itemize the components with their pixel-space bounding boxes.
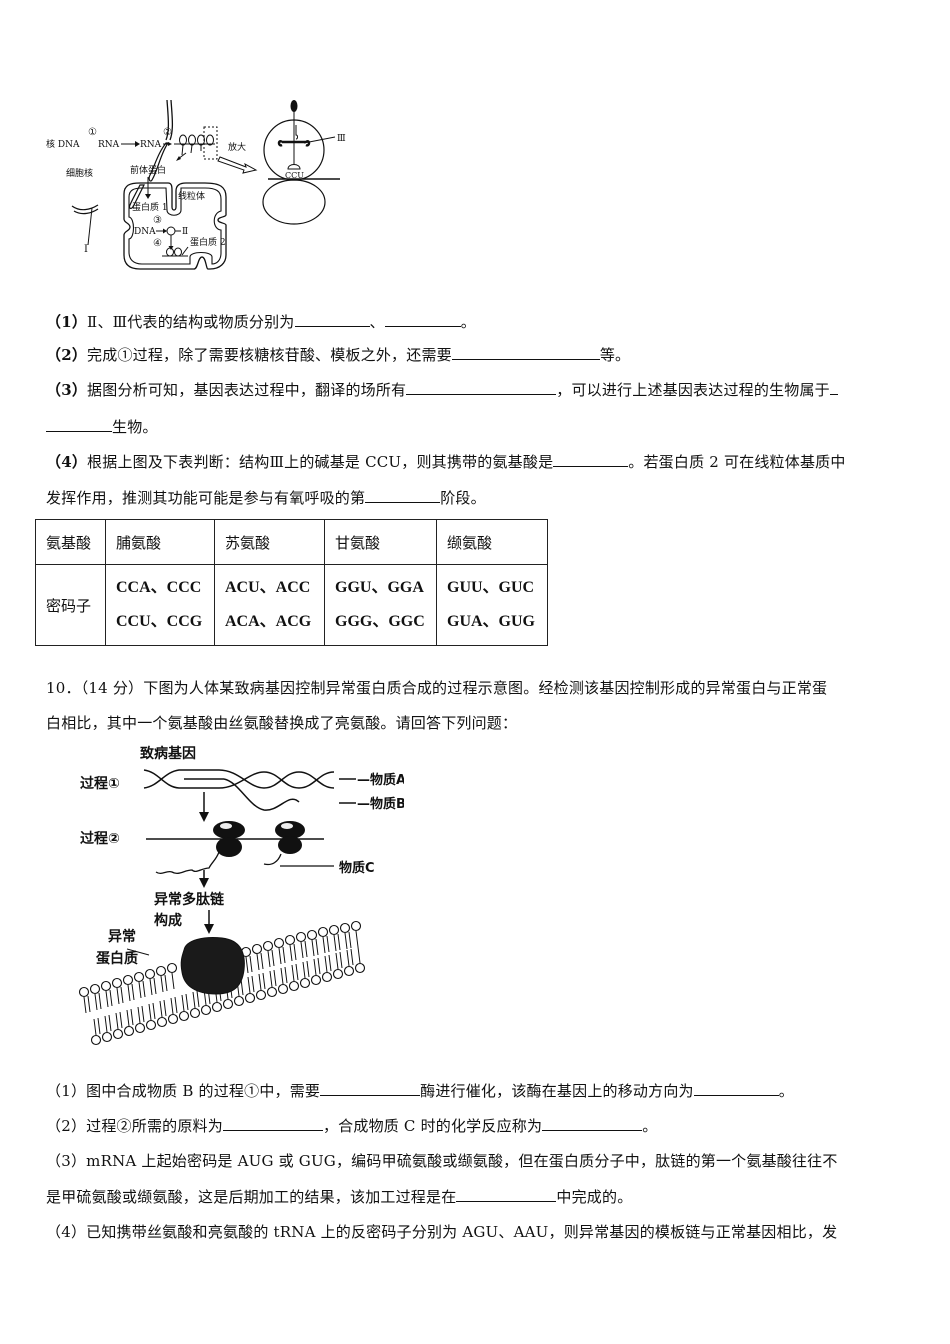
answer-blank[interactable] [46,417,112,432]
question-score: （14 分） [80,679,144,697]
q10-stem-cont: 白相比，其中一个氨基酸由丝氨酸替换成了亮氨酸。请回答下列问题： [46,714,518,732]
answer-blank[interactable] [829,380,838,395]
svg-text:②: ② [163,127,172,138]
label-protein-1: 蛋白质 1 [132,201,168,213]
q10-sub3-cont: 是甲硫氨酸或缬氨酸，这是后期加工的结果，该加工过程是在中完成的。 [46,1187,633,1206]
question-number: 10． [46,679,81,697]
svg-text:RNA: RNA [98,140,120,150]
answer-blank[interactable] [365,488,441,503]
table-codon-row: 密码子 CCA、CCC CCU、CCG ACU、ACC ACA、ACG GGU、… [35,564,548,646]
label-abnormal-protein: 蛋白质 [96,950,138,967]
label-precursor-protein: 前体蛋白 [130,164,166,176]
svg-text:①: ① [88,127,97,138]
label-abnormal: 异常 [108,928,136,945]
table-cell-codons: GGU、GGA GGG、GGC [324,564,437,646]
answer-blank[interactable] [406,380,557,395]
q9-sub4: （4）根据上图及下表判断：结构Ⅲ上的碱基是 CCU，则其携带的氨基酸是。若蛋白质… [46,452,846,471]
q10-sub3: （3）mRNA 上起始密码是 AUG 或 GUG，编码甲硫氨酸或缬氨酸，但在蛋白… [46,1152,838,1170]
svg-text:DNA: DNA [134,227,156,237]
label-substance-b: —物质B [357,796,404,812]
label-constitute: 构成 [154,912,182,929]
svg-text:核 DNA: 核 DNA [46,138,80,150]
answer-blank[interactable] [294,312,370,327]
table-cell-amino-acid: 缬氨酸 [436,519,548,565]
table-cell-codons: ACU、ACC ACA、ACG [214,564,325,646]
label-nucleus: 细胞核 [66,167,93,179]
answer-blank[interactable] [451,345,600,360]
label-roman-3: Ⅲ [337,134,346,144]
answer-blank[interactable] [320,1081,421,1096]
answer-blank[interactable] [553,452,629,467]
q10-sub1: （1）图中合成物质 B 的过程①中，需要酶进行催化，该酶在基因上的移动方向为。 [46,1081,794,1100]
label-mitochondrion: 线粒体 [178,190,205,202]
label-substance-a: —物质A [357,772,404,788]
svg-text:④: ④ [153,238,162,249]
q9-sub3: （3）据图分析可知，基因表达过程中，翻译的场所有，可以进行上述基因表达过程的生物… [46,380,838,400]
q10-sub2: （2）过程②所需的原料为，合成物质 C 时的化学反应称为。 [46,1116,658,1135]
figure-gene-expression-mitochondria: Ⅰ 核 DNA ① RNA RNA ② 细胞核 前体蛋白 放大 [40,95,370,280]
table-cell-amino-acid: 甘氨酸 [324,519,437,565]
table-cell-codons: CCA、CCC CCU、CCG [105,564,215,646]
table-cell-amino-acid: 苏氨酸 [214,519,325,565]
label-roman-1: Ⅰ [84,244,88,255]
codon-table: 氨基酸 脯氨酸 苏氨酸 甘氨酸 缬氨酸 密码子 CCA、CCC CCU、CCG … [35,519,548,646]
answer-blank[interactable] [542,1116,643,1131]
q9-sub2: （2）完成①过程，除了需要核糖核苷酸、模板之外，还需要等。 [46,345,631,364]
q9-sub3-cont: 生物。 [46,417,158,437]
answer-blank[interactable] [456,1187,557,1202]
label-pathogenic-gene: 致病基因 [140,745,196,762]
q10-stem: 10．（14 分）下图为人体某致病基因控制异常蛋白质合成的过程示意图。经检测该基… [46,679,828,697]
label-magnify: 放大 [228,141,246,153]
label-substance-c: 物质C [339,860,375,876]
table-row-label: 密码子 [35,564,106,646]
q9-sub1: （1）Ⅱ、Ⅲ代表的结构或物质分别为、。 [46,312,476,331]
svg-text:③: ③ [153,215,162,226]
table-header-row: 氨基酸 脯氨酸 苏氨酸 甘氨酸 缬氨酸 [35,519,548,565]
label-protein-2: 蛋白质 2 [190,236,226,248]
answer-blank[interactable] [693,1081,779,1096]
q9-sub4-cont: 发挥作用，推测其功能可能是参与有氧呼吸的第阶段。 [46,488,486,507]
label-process-2: 过程② [80,830,120,847]
table-cell-amino-acid: 脯氨酸 [105,519,215,565]
figure-abnormal-protein-synthesis: 致病基因 过程① —物质A —物质B 过程② 物质C 异 [44,742,404,1054]
table-cell-codons: GUU、GUC GUA、GUG [436,564,548,646]
svg-text:RNA: RNA [140,140,162,150]
label-abnormal-peptide: 异常多肽链 [154,891,225,908]
label-process-1: 过程① [80,775,120,792]
table-header-label: 氨基酸 [35,519,106,565]
q10-sub4: （4）已知携带丝氨酸和亮氨酸的 tRNA 上的反密码子分别为 AGU、AAU，则… [46,1223,838,1241]
label-roman-2: Ⅱ [182,227,188,237]
answer-blank[interactable] [222,1116,323,1131]
label-anticodon: CCU [285,171,304,180]
answer-blank[interactable] [384,312,461,327]
